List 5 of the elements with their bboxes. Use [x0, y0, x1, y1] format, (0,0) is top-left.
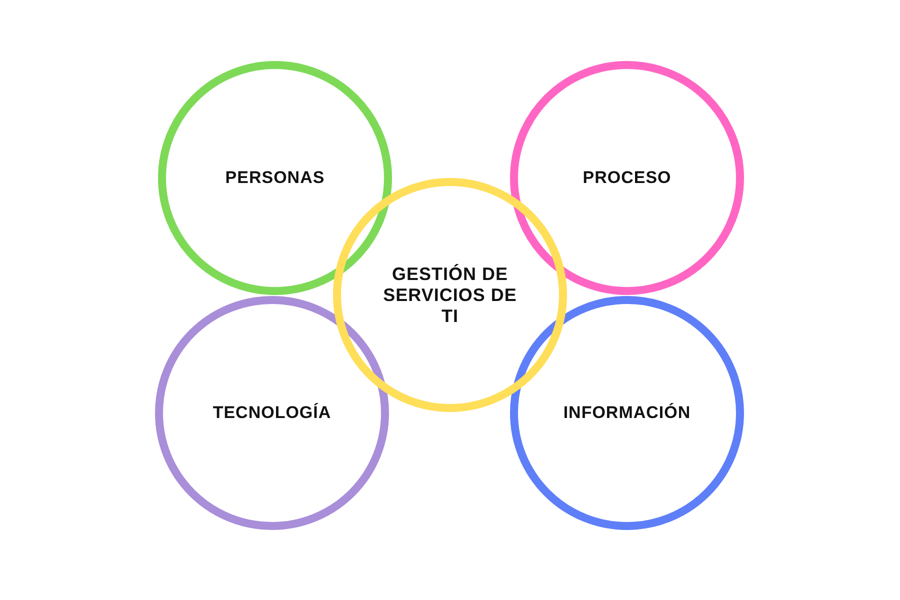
circle-label: INFORMACIÓN: [563, 403, 691, 423]
circle-label: PROCESO: [582, 168, 672, 188]
circle-label: GESTIÓN DE SERVICIOS DE TI: [382, 264, 518, 326]
circle-label: PERSONAS: [225, 168, 325, 188]
circle-label: TECNOLOGÍA: [212, 403, 332, 423]
